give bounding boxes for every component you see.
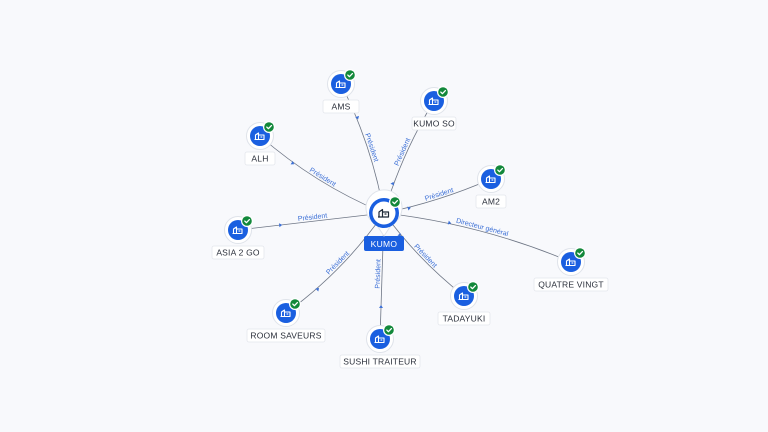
node-label: AMS (331, 102, 350, 112)
building-icon (374, 335, 385, 344)
edge-label-kumo-so: Président (390, 137, 412, 186)
edge-relation-label: Président (375, 259, 383, 289)
building-icon (335, 80, 346, 89)
verified-badge (383, 324, 395, 336)
node-alh[interactable]: ALH (244, 121, 276, 166)
center-verified-badge (389, 196, 401, 208)
node-label: AM2 (482, 197, 500, 207)
edge-label-room-saveurs: Président (315, 250, 351, 292)
node-label: QUATRE VINGT (538, 280, 604, 290)
building-icon (428, 97, 439, 106)
edge-arrow-icon (290, 161, 295, 165)
node-label: KUMO SO (413, 119, 455, 129)
edge-relation-label: Directeur général (455, 218, 509, 238)
edge-relation-label: Président (325, 250, 351, 276)
verified-badge (289, 298, 301, 310)
edge-relation-label: Président (308, 167, 337, 189)
building-icon (565, 258, 576, 267)
edge-label-asia-2-go: Président (278, 213, 328, 228)
edge-room-saveurs: Président (285, 212, 385, 314)
node-label-box (411, 116, 457, 131)
node-am2[interactable]: AM2 (475, 164, 507, 209)
building-icon (378, 208, 390, 218)
edge-tadayuki: Président (383, 212, 465, 297)
center-node[interactable]: KUMO (364, 189, 404, 251)
node-label-box (244, 151, 276, 166)
node-label-box (475, 194, 507, 209)
node-quatre-vingt[interactable]: QUATRE VINGT (533, 247, 609, 292)
building-icon (232, 226, 243, 235)
building-icon (458, 292, 469, 301)
node-label: TADAYUKI (443, 314, 486, 324)
edge-label-sushi-traiteur: Président (375, 259, 383, 309)
edge-label-alh: Président (290, 161, 337, 189)
edge-asia-2-go: Président (237, 213, 385, 231)
node-label-box (339, 354, 421, 369)
verified-badge (263, 121, 275, 133)
node-kumo-so[interactable]: KUMO SO (411, 86, 457, 131)
edge-relation-label: Président (424, 187, 454, 203)
edge-alh: Président (259, 135, 385, 214)
building-icon (280, 309, 291, 318)
edge-arrow-icon (390, 181, 395, 186)
center-pin-core (372, 201, 396, 225)
edge-line (383, 212, 572, 263)
node-ams[interactable]: AMS (322, 69, 360, 114)
node-label-box (533, 277, 609, 292)
edge-arrow-icon (378, 304, 383, 309)
verified-badge (437, 86, 449, 98)
verified-badge (494, 164, 506, 176)
node-label: ASIA 2 GO (216, 248, 260, 258)
verified-badge (467, 281, 479, 293)
edge-arrow-icon (315, 287, 319, 292)
node-label-box (322, 99, 360, 114)
edge-arrow-icon (278, 223, 283, 228)
center-label-box (364, 236, 404, 251)
verified-badge (241, 215, 253, 227)
node-tadayuki[interactable]: TADAYUKI (437, 281, 491, 326)
edge-relation-label: Président (412, 243, 438, 269)
edge-quatre-vingt: Directeur général (383, 212, 572, 263)
node-label: SUSHI TRAITEUR (343, 357, 417, 367)
edge-arrow-icon (397, 232, 401, 237)
edge-arrow-icon (355, 115, 360, 120)
node-label: ROOM SAVEURS (250, 331, 321, 341)
building-icon (254, 132, 265, 141)
node-asia-2-go[interactable]: ASIA 2 GO (211, 215, 265, 260)
node-label-box (211, 245, 265, 260)
edge-label-am2: Président (407, 187, 454, 211)
edge-relation-label: Président (363, 133, 379, 163)
edge-relation-label: Président (297, 213, 327, 223)
node-label-box (437, 311, 491, 326)
edge-relation-label: Président (394, 137, 412, 167)
building-icon (485, 175, 496, 184)
verified-badge (574, 247, 586, 259)
edge-label-ams: Président (355, 115, 379, 163)
verified-badge (344, 69, 356, 81)
center-label: KUMO (371, 239, 398, 249)
node-sushi-traiteur[interactable]: SUSHI TRAITEUR (339, 324, 421, 369)
node-room-saveurs[interactable]: ROOM SAVEURS (246, 298, 326, 343)
edge-arrow-icon (407, 206, 411, 211)
edge-arrow-icon (447, 220, 452, 225)
node-label: ALH (251, 154, 268, 164)
node-label-box (246, 328, 326, 343)
